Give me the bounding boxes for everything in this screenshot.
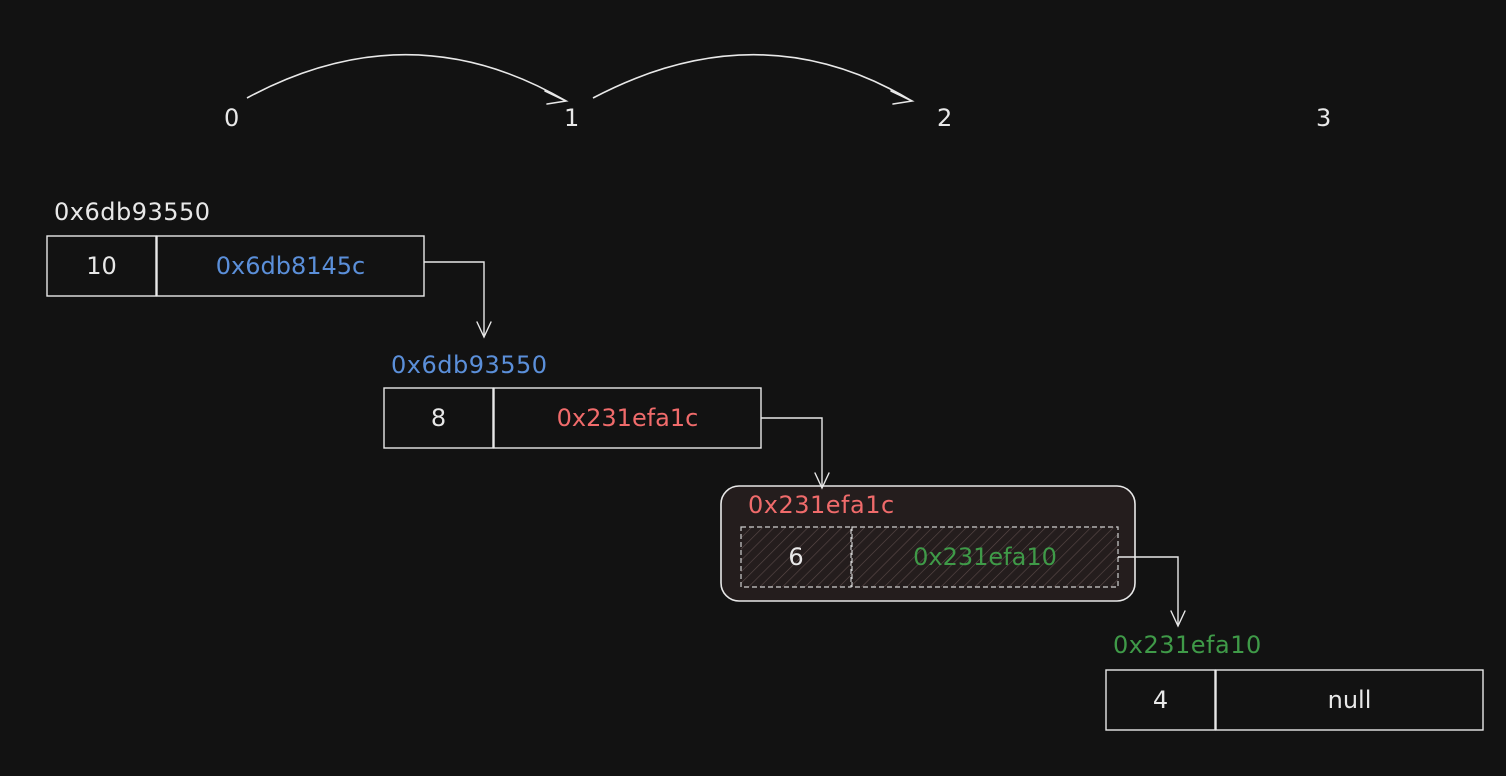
node-0-address: 0x6db93550: [54, 198, 211, 226]
node-3-next-box: [1215, 669, 1484, 731]
node-0-next-pointer: 0x6db8145c: [215, 252, 366, 280]
node-1-next-pointer: 0x231efa1c: [556, 404, 699, 432]
node-3-next-pointer: null: [1327, 686, 1372, 714]
node-2-value: 6: [788, 543, 804, 571]
node-1-value-box: [383, 387, 494, 449]
pointer-arrow-0-1: [424, 261, 485, 336]
pointer-arrow-2-3: [1118, 556, 1179, 625]
index-label-2: 2: [937, 104, 953, 132]
node-2-value-box: [740, 526, 852, 588]
node-2-address: 0x231efa1c: [748, 491, 895, 519]
hop-arc-1-2: [592, 53, 913, 102]
hop-arc-0-1: [246, 53, 567, 102]
node-3-value-box: [1105, 669, 1216, 731]
pointer-arrow-1-2: [761, 417, 823, 487]
node-1-address: 0x6db93550: [391, 351, 548, 379]
pointer-arrowhead-2-3: [1170, 610, 1186, 628]
node-2-next-pointer: 0x231efa10: [913, 543, 1057, 571]
index-label-0: 0: [224, 104, 240, 132]
index-label-3: 3: [1316, 104, 1332, 132]
hop-arrowhead-1-2: [890, 90, 915, 105]
pointer-arrowhead-1-2: [814, 472, 830, 490]
pointer-arrowhead-0-1: [476, 321, 492, 339]
node-1-value: 8: [430, 404, 447, 432]
index-label-1: 1: [564, 104, 580, 132]
node-0-value-box: [46, 235, 157, 297]
node-0-next-box: [156, 235, 425, 297]
node-3-value: 4: [1152, 686, 1169, 714]
hop-arrowhead-0-1: [544, 90, 569, 105]
node-3-address: 0x231efa10: [1113, 631, 1262, 659]
node-0-value: 10: [86, 252, 117, 280]
highlight-hatch: [741, 527, 1118, 587]
